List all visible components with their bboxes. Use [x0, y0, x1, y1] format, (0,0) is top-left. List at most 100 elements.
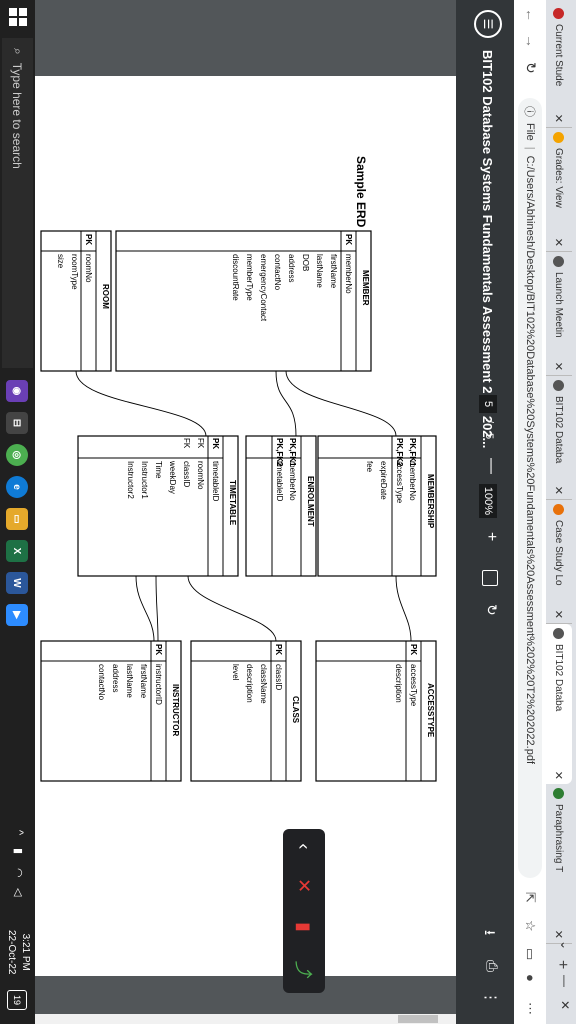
reload-icon[interactable]: ↻: [523, 62, 539, 74]
zoom-input[interactable]: 100%: [479, 484, 497, 518]
entity-membership: MEMBERSHIP PK,FK1 PK,FK2 memberNo access…: [317, 435, 437, 577]
svg-text:contactNo: contactNo: [273, 254, 282, 291]
svg-text:instructorID: instructorID: [154, 664, 163, 705]
entity-timetable: TIMETABLE PK FK FK timetableID roomNo cl…: [77, 435, 239, 577]
svg-text:PK,FK1: PK,FK1: [288, 438, 297, 467]
close-tab-icon[interactable]: ✕: [552, 485, 565, 495]
zoom-app-icon[interactable]: ▶: [6, 604, 28, 626]
zoom-out-icon[interactable]: —: [483, 458, 500, 474]
mute-mic-icon[interactable]: ✕: [294, 878, 315, 894]
back-icon[interactable]: ←: [523, 8, 539, 22]
svg-text:Instructor1: Instructor1: [140, 461, 149, 499]
pdf-menu-icon[interactable]: ☰: [474, 10, 502, 38]
task-view-icon[interactable]: ⊟: [6, 412, 28, 434]
member-title: MEMBER: [361, 270, 370, 306]
tray-chevron-icon[interactable]: ^: [13, 830, 25, 836]
more-options-icon[interactable]: ⋮: [482, 990, 499, 1005]
collapse-chevron-icon[interactable]: ‹: [294, 843, 315, 850]
battery-icon[interactable]: ▮: [12, 848, 24, 855]
svg-text:description: description: [245, 664, 254, 703]
close-tab-icon[interactable]: ✕: [552, 237, 565, 247]
svg-text:Instructor2: Instructor2: [126, 461, 135, 499]
tab-current-students[interactable]: Current Stude✕: [546, 4, 572, 128]
svg-text:classID: classID: [274, 664, 283, 690]
tab-grades[interactable]: Grades: View✕: [546, 128, 572, 252]
file-explorer-icon[interactable]: ▭: [6, 508, 28, 530]
close-tab-icon[interactable]: ✕: [552, 770, 565, 780]
svg-text:memberNo: memberNo: [344, 254, 353, 294]
notification-icon[interactable]: 19: [7, 990, 27, 1010]
clock[interactable]: 3:21 PM 22-Oct-22: [6, 930, 31, 975]
new-tab-button[interactable]: +: [554, 960, 571, 970]
tab-case-study[interactable]: Case Study Lo✕: [546, 500, 572, 624]
profile-icon[interactable]: ●: [523, 974, 538, 982]
relationship-lines: [75, 370, 412, 642]
edge-icon[interactable]: e: [6, 476, 28, 498]
taskbar-search-input[interactable]: ⌕ Type here to search: [2, 38, 33, 368]
windows-start-icon[interactable]: [9, 8, 27, 26]
close-tab-icon[interactable]: ✕: [552, 929, 565, 939]
svg-text:expireDate: expireDate: [379, 461, 388, 500]
widgets-icon[interactable]: ◉: [6, 380, 28, 402]
excel-icon[interactable]: X: [6, 540, 28, 562]
svg-text:accessType: accessType: [409, 664, 418, 707]
tab-search-icon[interactable]: ⌄: [558, 940, 572, 951]
svg-text:PK: PK: [409, 644, 418, 655]
svg-text:DOB: DOB: [301, 254, 310, 271]
info-icon: ⓘ: [523, 106, 535, 117]
close-tab-icon[interactable]: ✕: [552, 113, 565, 123]
svg-text:weekDay: weekDay: [168, 460, 177, 494]
svg-text:MEMBERSHIP: MEMBERSHIP: [426, 474, 435, 529]
svg-text:level: level: [231, 664, 240, 681]
tab-favicon-icon: [553, 380, 565, 391]
fit-page-icon[interactable]: [482, 570, 498, 586]
tab-launch-meeting[interactable]: Launch Meetin✕: [546, 252, 572, 376]
print-icon[interactable]: ⎙: [483, 960, 500, 973]
wifi-icon[interactable]: ◠: [12, 868, 24, 878]
volume-icon[interactable]: ◁: [12, 888, 24, 897]
entity-member: MEMBER PK memberNo firstName lastName DO…: [115, 230, 372, 372]
svg-text:timetableID: timetableID: [211, 461, 220, 502]
tab-favicon-icon: [553, 8, 565, 19]
url-field[interactable]: ⓘ File | C:/Users/Abhinesh/Desktop/BIT10…: [518, 98, 542, 878]
download-icon[interactable]: ⭳: [481, 930, 498, 936]
share-icon[interactable]: ⇱: [523, 892, 538, 903]
forward-icon[interactable]: →: [523, 34, 539, 48]
svg-text:className: className: [259, 664, 268, 704]
word-icon[interactable]: W: [6, 572, 28, 594]
close-tab-icon[interactable]: ✕: [552, 361, 565, 371]
svg-text:INSTRUCTOR: INSTRUCTOR: [171, 684, 180, 737]
rotate-icon[interactable]: ↻: [484, 604, 500, 616]
vertical-scrollbar[interactable]: [35, 1014, 456, 1024]
svg-text:memberNo: memberNo: [408, 461, 417, 501]
share-screen-icon[interactable]: ⤴: [293, 960, 313, 979]
close-tab-icon[interactable]: ✕: [552, 609, 565, 619]
sidebar-icon[interactable]: ▭: [523, 948, 538, 961]
svg-text:roomType: roomType: [70, 254, 79, 290]
svg-text:PK: PK: [211, 438, 220, 449]
svg-text:size: size: [56, 254, 65, 269]
scrollbar-thumb[interactable]: [398, 1015, 438, 1023]
svg-text:PK,FK2: PK,FK2: [395, 438, 404, 467]
taskbar: ⌕ Type here to search ◉ ⊟ ◎ e ▭ X W ▶ ^ …: [0, 0, 35, 1024]
tab-paraphrasing[interactable]: Paraphrasing T✕: [546, 784, 572, 944]
svg-text:classID: classID: [182, 461, 191, 487]
close-window-icon[interactable]: ✕: [558, 1000, 572, 1011]
tab-bit102-active[interactable]: BIT102 Databa✕: [546, 624, 572, 784]
svg-text:lastName: lastName: [125, 664, 134, 698]
svg-text:FK: FK: [196, 438, 205, 449]
zoom-in-icon[interactable]: +: [483, 532, 500, 542]
pdf-title: BIT102 Database Systems Fundamentals Ass…: [480, 50, 495, 449]
svg-text:address: address: [287, 254, 296, 282]
tab-bit102-a[interactable]: BIT102 Databa✕: [546, 376, 572, 500]
minimize-icon[interactable]: —: [558, 975, 572, 987]
svg-text:PK: PK: [84, 234, 93, 245]
bookmark-star-icon[interactable]: ☆: [523, 920, 538, 932]
menu-dots-icon[interactable]: ⋯: [523, 1002, 538, 1015]
svg-text:fee: fee: [365, 461, 374, 473]
page-number-input[interactable]: 5: [479, 395, 497, 413]
svg-text:PK,FK1: PK,FK1: [408, 438, 417, 467]
svg-text:TIMETABLE: TIMETABLE: [228, 480, 237, 526]
chrome-icon[interactable]: ◎: [6, 444, 28, 466]
camera-off-icon[interactable]: ▮: [294, 921, 315, 932]
